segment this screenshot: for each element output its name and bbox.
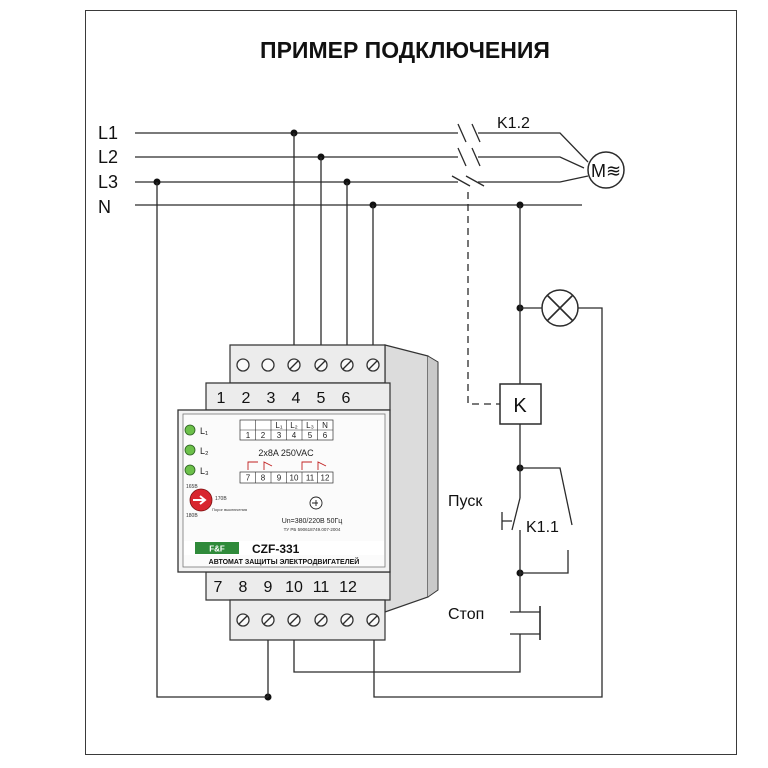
- bottom-terminal-screws: [236, 613, 380, 627]
- voltage-label: Un=380/220В 50Гц: [282, 518, 343, 525]
- led-l1: [184, 424, 196, 436]
- led-label: L₃: [200, 466, 209, 476]
- line-label-n: N: [98, 197, 111, 217]
- dial-top-label: 165В: [186, 484, 198, 490]
- coil-label: K: [513, 395, 527, 417]
- contact-rating: 2x8A 250VAC: [258, 448, 314, 458]
- dial-bottom-label: 180В: [186, 513, 198, 519]
- led-label: L₂: [200, 446, 209, 456]
- bottom-terminal-number: 10: [285, 579, 303, 596]
- table-number: 11: [306, 474, 315, 483]
- device-subtitle: АВТОМАТ ЗАЩИТЫ ЭЛЕКТРОДВИГАТЕЛЕЙ: [209, 557, 360, 566]
- diagram-frame: [85, 10, 737, 755]
- top-terminal-number: 4: [292, 390, 301, 407]
- bottom-terminal-number: 8: [239, 579, 248, 596]
- top-terminal-number: 2: [242, 390, 251, 407]
- table-header: L₁: [275, 421, 282, 430]
- dial-right-label: 170В: [215, 496, 227, 502]
- table-number: 12: [321, 474, 330, 483]
- self-hold-label: K1.1: [526, 519, 559, 536]
- spec-label: ТУ РБ 590618749.007-2004: [284, 527, 341, 532]
- table-header: L₂: [290, 421, 298, 430]
- relay-device: 1 2 3 4 5 6 7 8 9 10 11 12 L₁ L₂ L₃ L₁ L…: [177, 344, 439, 641]
- led-l2: [184, 444, 196, 456]
- table-number: 2: [261, 431, 266, 440]
- phase-leds: L₁ L₂ L₃: [184, 424, 209, 476]
- top-terminal-screws: [236, 358, 380, 372]
- table-header: N: [322, 421, 328, 430]
- diagram-title: ПРИМЕР ПОДКЛЮЧЕНИЯ: [260, 37, 550, 63]
- top-terminal-number: 6: [342, 390, 351, 407]
- table-number: 10: [290, 474, 299, 483]
- table-number: 9: [277, 474, 282, 483]
- stop-label: Стоп: [448, 606, 484, 623]
- line-label-l3: L3: [98, 172, 118, 192]
- start-button-symbol: [501, 497, 521, 540]
- contactor-main-contacts: [451, 123, 500, 405]
- table-header: L₃: [306, 421, 314, 430]
- bottom-terminal-number: 7: [214, 579, 223, 596]
- table-number: 4: [292, 431, 297, 440]
- brand-name: F&F: [209, 545, 225, 554]
- table-number: 3: [277, 431, 282, 440]
- threshold-dial: 165В 170В 180В Порог выключения: [186, 484, 247, 519]
- table-number: 6: [323, 431, 328, 440]
- motor-label: M≋: [591, 161, 621, 181]
- table-number: 1: [246, 431, 251, 440]
- line-label-l2: L2: [98, 147, 118, 167]
- start-label: Пуск: [448, 493, 483, 510]
- brand-band: F&F CZF-331 АВТОМАТ ЗАЩИТЫ ЭЛЕКТРОДВИГАТ…: [184, 541, 384, 566]
- top-terminal-number: 1: [217, 390, 226, 407]
- certification-mark: [309, 496, 323, 510]
- supply-lines: [135, 132, 589, 206]
- bottom-terminal-number: 11: [313, 579, 330, 596]
- dial-caption: Порог выключения: [212, 507, 247, 512]
- bottom-terminal-number: 12: [339, 579, 357, 596]
- table-number: 7: [246, 474, 251, 483]
- top-terminal-number: 5: [317, 390, 326, 407]
- contactor-coil: K: [499, 383, 542, 425]
- table-number: 5: [308, 431, 313, 440]
- led-label: L₁: [200, 426, 208, 436]
- control-circuit-wires: [267, 205, 603, 698]
- line-label-l1: L1: [98, 123, 118, 143]
- brand-logo: [195, 542, 239, 554]
- motor-symbol: M≋: [587, 151, 625, 189]
- model-name: CZF-331: [252, 542, 300, 556]
- device-feed-wires: [156, 133, 374, 698]
- stop-button-symbol: [510, 606, 541, 640]
- table-number: 8: [261, 474, 266, 483]
- panel-terminal-table: L₁ L₂ L₃ N 1 2 3 4 5 6 2x8A 250VAC 7 8 9…: [239, 419, 334, 484]
- indicator-lamp: [541, 289, 579, 327]
- top-terminal-number: 3: [267, 390, 276, 407]
- contactor-main-label: K1.2: [497, 115, 530, 132]
- led-l3: [184, 464, 196, 476]
- bottom-terminal-number: 9: [264, 579, 273, 596]
